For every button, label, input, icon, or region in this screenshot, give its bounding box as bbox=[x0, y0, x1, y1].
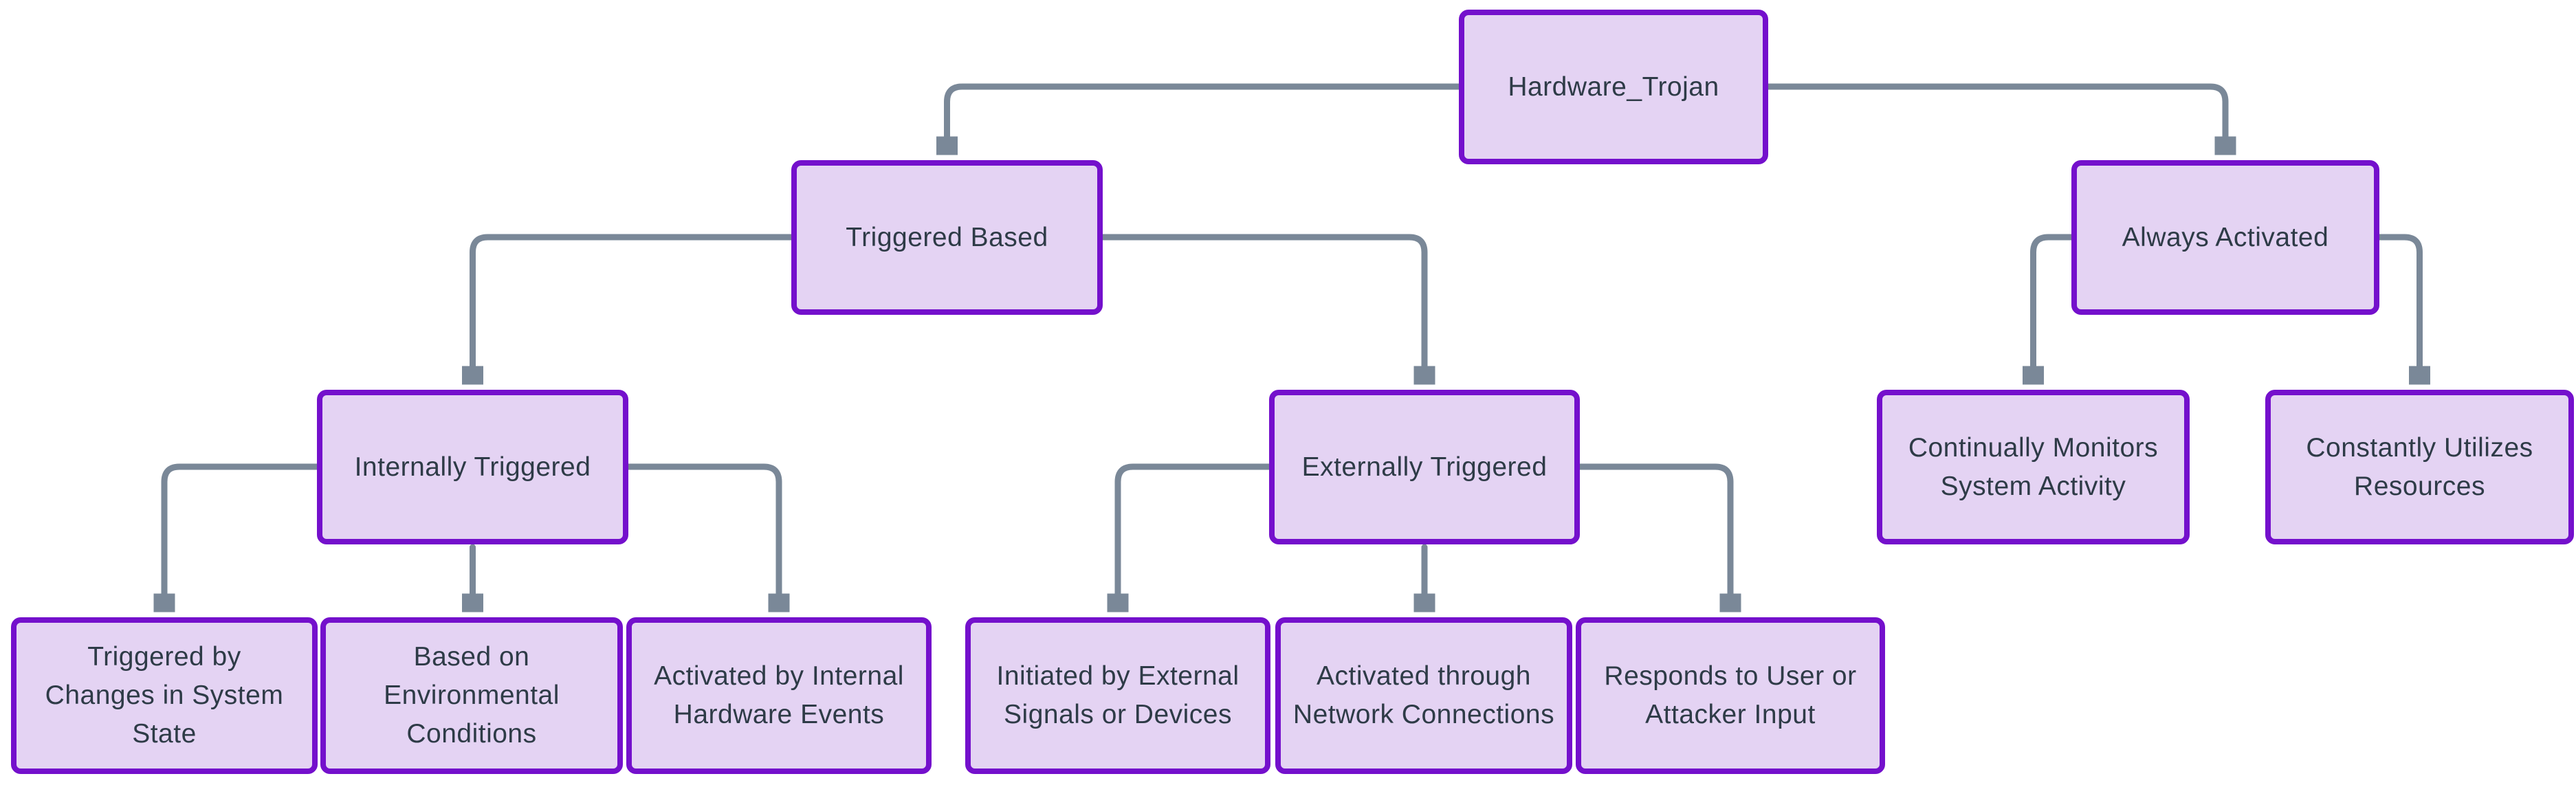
node-internally-triggered-label: Internally Triggered bbox=[354, 452, 591, 482]
node-hardware-trojan-label: Hardware_Trojan bbox=[1508, 71, 1719, 102]
node-triggered-by-changes-label: Triggered by Changes in System State bbox=[45, 642, 284, 749]
node-externally-triggered-label: Externally Triggered bbox=[1301, 452, 1548, 482]
node-triggered-by-changes: Triggered by Changes in System State bbox=[11, 617, 318, 774]
node-based-on-environmental-label: Based on Environmental Conditions bbox=[384, 642, 560, 749]
edge-triggered-based-to-externally-triggered bbox=[1099, 234, 1424, 368]
node-initiated-by-external: Initiated by External Signals or Devices bbox=[965, 617, 1270, 774]
node-responds-to-user: Responds to User or Attacker Input bbox=[1576, 617, 1885, 774]
node-internally-triggered: Internally Triggered bbox=[317, 390, 628, 544]
node-continually-monitors: Continually Monitors System Activity bbox=[1877, 390, 2190, 544]
node-triggered-based: Triggered Based bbox=[791, 160, 1103, 315]
edge-hardware-trojan-to-triggered-based bbox=[947, 83, 1462, 138]
node-activated-through-network: Activated through Network Connections bbox=[1275, 617, 1572, 774]
edge-internally-triggered-to-triggered-by-changes bbox=[164, 463, 320, 595]
node-activated-by-internal: Activated by Internal Hardware Events bbox=[626, 617, 932, 774]
edge-triggered-based-to-internally-triggered bbox=[473, 234, 795, 368]
edge-internally-triggered-to-activated-by-internal bbox=[625, 463, 779, 595]
node-hardware-trojan: Hardware_Trojan bbox=[1459, 10, 1768, 164]
edge-externally-triggered-to-responds-to-user bbox=[1576, 463, 1730, 595]
node-initiated-by-external-label: Initiated by External Signals or Devices bbox=[996, 661, 1240, 729]
node-responds-to-user-label: Responds to User or Attacker Input bbox=[1604, 661, 1857, 729]
node-externally-triggered: Externally Triggered bbox=[1269, 390, 1580, 544]
node-continually-monitors-label: Continually Monitors System Activity bbox=[1908, 432, 2159, 501]
node-constantly-utilizes-label: Constantly Utilizes Resources bbox=[2306, 432, 2533, 501]
node-activated-through-network-label: Activated through Network Connections bbox=[1292, 661, 1555, 729]
edge-always-activated-to-constantly-utilizes bbox=[2376, 234, 2420, 368]
node-constantly-utilizes: Constantly Utilizes Resources bbox=[2265, 390, 2574, 544]
node-always-activated-label: Always Activated bbox=[2122, 222, 2329, 252]
edge-always-activated-to-continually-monitors bbox=[2034, 234, 2075, 368]
edge-hardware-trojan-to-always-activated bbox=[1765, 83, 2225, 138]
node-always-activated: Always Activated bbox=[2071, 160, 2379, 315]
node-based-on-environmental: Based on Environmental Conditions bbox=[320, 617, 623, 774]
edge-externally-triggered-to-initiated-by-external bbox=[1118, 463, 1273, 595]
node-triggered-based-label: Triggered Based bbox=[846, 222, 1048, 252]
node-activated-by-internal-label: Activated by Internal Hardware Events bbox=[654, 661, 904, 729]
